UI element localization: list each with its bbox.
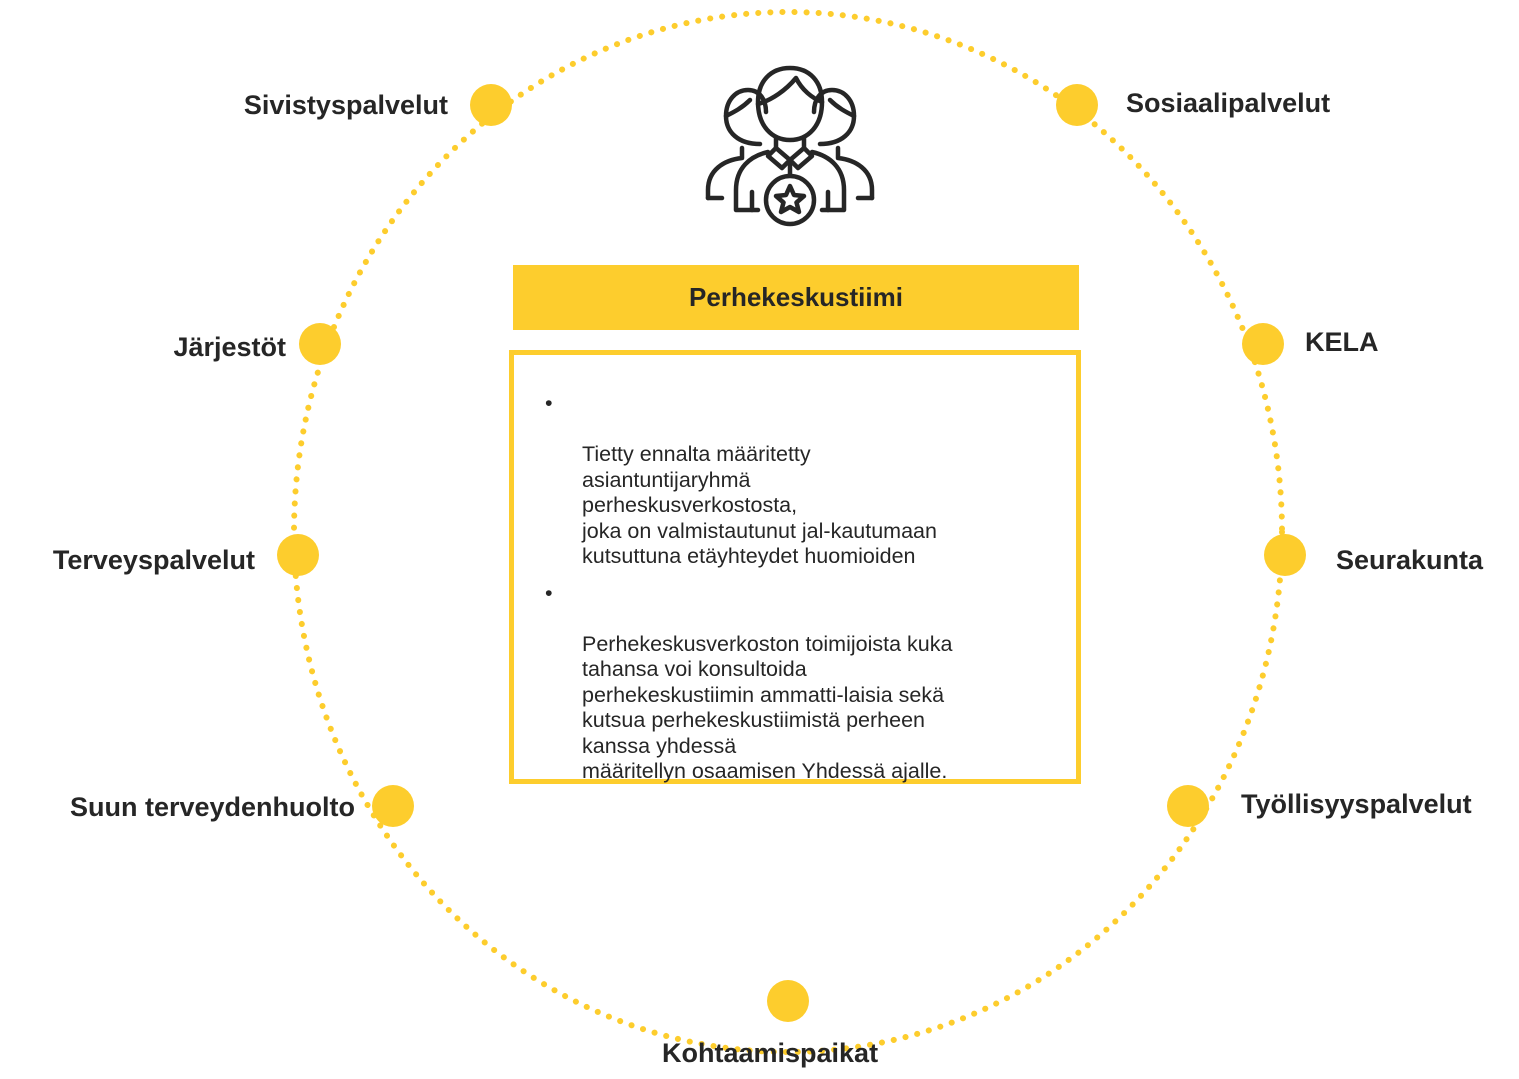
node-label-seurakunta: Seurakunta — [1336, 545, 1484, 575]
node-dot-sivistyspalvelut — [470, 84, 512, 126]
node-dot-suun-terveydenhuolto — [372, 785, 414, 827]
team-title-bar: Perhekeskustiimi — [513, 265, 1079, 330]
team-description-list: • Tietty ennalta määritetty asiantuntija… — [540, 391, 1040, 796]
bullet-marker: • — [545, 580, 553, 605]
node-dot-jarjestot — [299, 323, 341, 365]
node-dot-terveyspalvelut — [277, 534, 319, 576]
node-dot-sosiaalipalvelut — [1056, 84, 1098, 126]
bullet-text: Perhekeskusverkoston toimijoista kuka ta… — [582, 631, 953, 784]
node-label-kohtaamispaikat: Kohtaamispaikat — [662, 1038, 879, 1068]
dotted-circle — [291, 9, 1285, 1055]
team-leader-icon — [705, 65, 875, 227]
node-dot-seurakunta — [1264, 534, 1306, 576]
node-label-sivistyspalvelut: Sivistyspalvelut — [243, 90, 448, 120]
node-label-jarjestot: Järjestöt — [173, 332, 286, 362]
node-dot-kela — [1242, 323, 1284, 365]
team-info-box: • Tietty ennalta määritetty asiantuntija… — [509, 350, 1081, 784]
node-label-suun-terveydenhuolto: Suun terveydenhuolto — [69, 792, 355, 822]
list-item: • Tietty ennalta määritetty asiantuntija… — [540, 391, 1040, 570]
node-dot-kohtaamispaikat — [767, 980, 809, 1022]
node-label-sosiaalipalvelut: Sosiaalipalvelut — [1126, 88, 1331, 118]
bullet-text: Tietty ennalta määritetty asiantuntijary… — [582, 442, 937, 568]
list-item: • Perhekeskusverkoston toimijoista kuka … — [540, 581, 1040, 785]
team-title: Perhekeskustiimi — [689, 282, 903, 312]
node-label-kela: KELA — [1305, 327, 1379, 357]
bullet-marker: • — [545, 391, 553, 415]
node-label-terveyspalvelut: Terveyspalvelut — [52, 545, 255, 575]
node-label-tyollisyyspalvelut: Työllisyyspalvelut — [1241, 789, 1472, 819]
node-dot-tyollisyyspalvelut — [1167, 785, 1209, 827]
